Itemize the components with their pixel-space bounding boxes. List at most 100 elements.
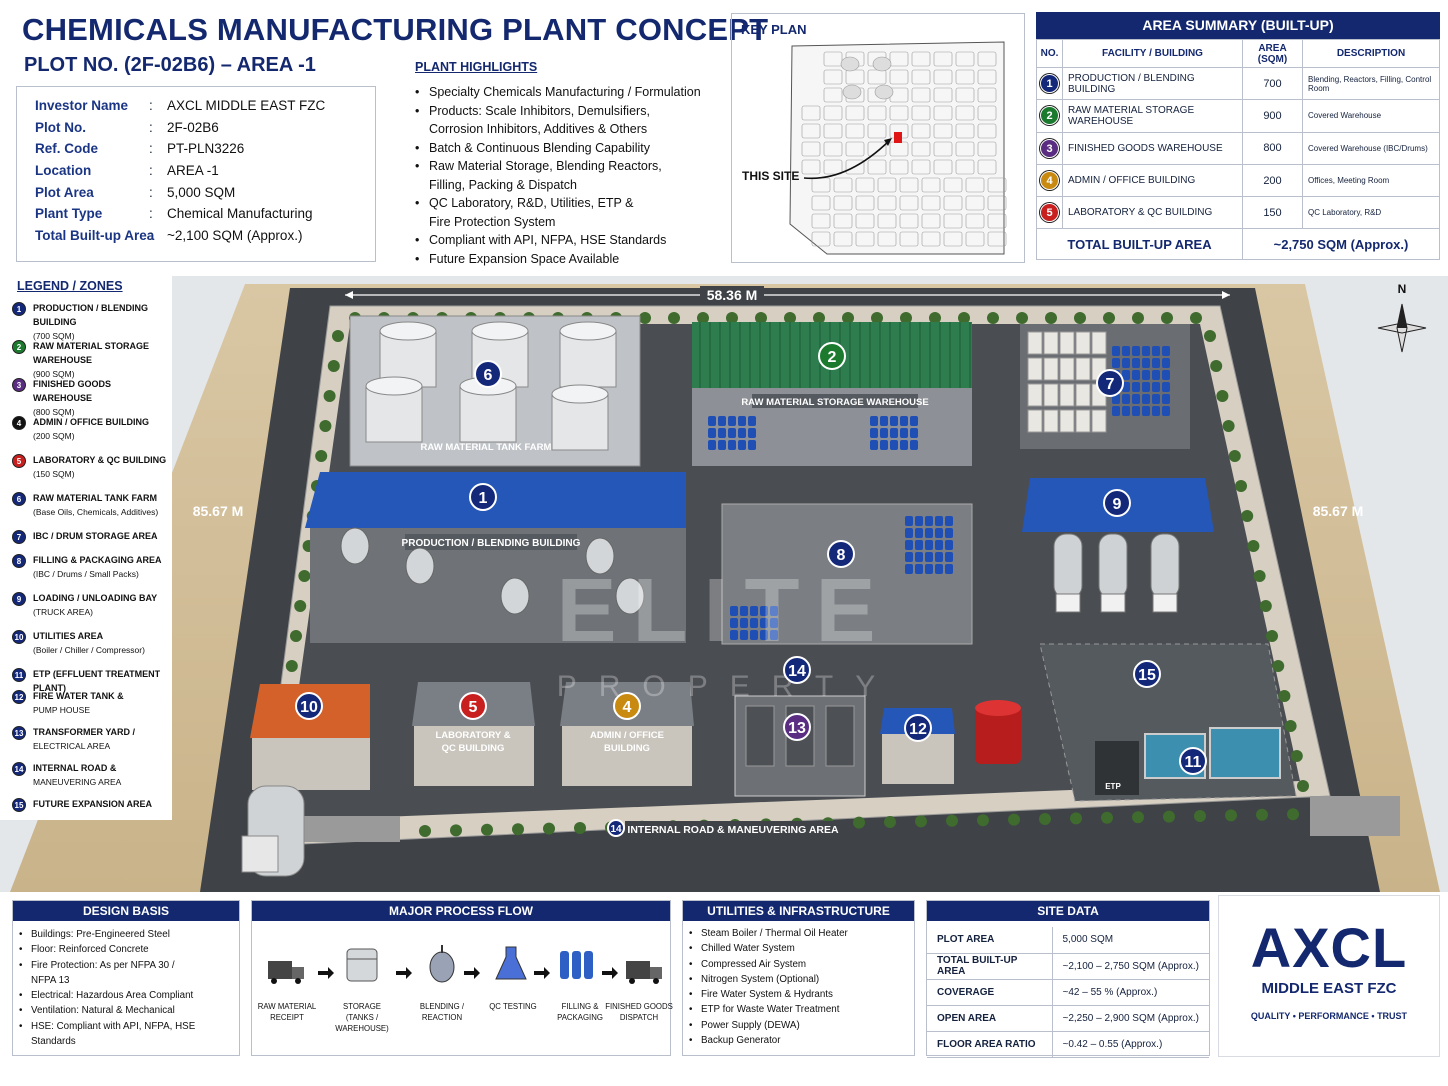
highlight-line: Filling, Packing & Dispatch	[429, 177, 577, 192]
facility-area: 800	[1242, 131, 1303, 165]
legend-sublabel: (150 SQM)	[33, 469, 75, 479]
utility-item: Fire Water System & Hydrants	[689, 987, 914, 1003]
drum	[770, 618, 778, 628]
tree	[853, 816, 865, 829]
legend-label: FINISHED GOODS WAREHOUSE	[33, 379, 112, 403]
ibc-container	[1027, 409, 1043, 433]
watermark-elite: ELITE	[556, 561, 891, 661]
total-label: TOTAL BUILT-UP AREA	[1036, 228, 1243, 261]
legend-sublabel: (IBC / Drums / Small Packs)	[33, 569, 139, 579]
ibc-container	[1043, 383, 1059, 407]
design-basis-title: DESIGN BASIS	[13, 901, 239, 921]
info-colon: :	[149, 141, 153, 157]
legend-number-badge: 13	[12, 726, 26, 740]
utility-item: Compressed Air System	[689, 957, 914, 973]
tree	[639, 312, 651, 324]
drum	[925, 564, 933, 574]
site-plan-drawing: 58.36 M 85.67 M 85.67 M N RAW MATERIAL T…	[0, 276, 1448, 892]
design-basis-line: Ventilation: Natural & Mechanical	[31, 1005, 175, 1017]
zone-marker-14: 14	[783, 656, 811, 684]
page-subtitle: PLOT NO. (2F-02B6) – AREA -1	[24, 54, 316, 76]
tree	[1101, 811, 1113, 824]
design-basis-line: Buildings: Pre-Engineered Steel	[31, 929, 170, 940]
truck-icon	[268, 961, 304, 984]
tree	[1235, 480, 1247, 492]
legend-text: RAW MATERIAL STORAGE WAREHOUSE(900 SQM)	[33, 339, 172, 381]
drum	[760, 618, 768, 628]
label-tank-farm: RAW MATERIAL TANK FARM	[421, 442, 552, 453]
tree	[1266, 630, 1278, 642]
ibc-container	[1059, 331, 1075, 355]
design-basis-line: HSE: Compliant with API, NFPA, HSE Stand…	[31, 1020, 196, 1048]
dispatch-truck-icon	[626, 961, 662, 984]
drum	[1162, 382, 1170, 392]
legend-label: RAW MATERIAL STORAGE WAREHOUSE	[33, 341, 150, 365]
label-warehouse: RAW MATERIAL STORAGE WAREHOUSE	[741, 397, 928, 408]
highlights-list: Specialty Chemicals Manufacturing / Form…	[415, 83, 725, 268]
drum	[730, 606, 738, 616]
tanker-truck	[1150, 533, 1180, 599]
zone-marker-text: 4	[623, 699, 632, 716]
row-number-cell: 1	[1036, 66, 1063, 101]
drum	[750, 630, 758, 640]
drum	[730, 618, 738, 628]
key-plan-title: KEY PLAN	[741, 22, 807, 37]
process-step: QC TESTING	[473, 1001, 553, 1012]
drum	[738, 440, 746, 450]
drum	[728, 428, 736, 438]
tanker-truck	[1053, 533, 1083, 599]
drum	[740, 606, 748, 616]
drum	[915, 540, 923, 550]
highlight-item: Batch & Continuous Blending Capability	[415, 139, 725, 158]
reactor-vessel	[405, 547, 435, 585]
drum	[718, 428, 726, 438]
label-lab-1: LABORATORY &	[435, 730, 510, 741]
tree	[1253, 570, 1266, 582]
plant-highlights: PLANT HIGHLIGHTS Specialty Chemicals Man…	[415, 60, 725, 268]
drum	[890, 440, 898, 450]
tree	[290, 630, 302, 642]
legend-text: RAW MATERIAL TANK FARM(Base Oils, Chemic…	[33, 491, 172, 519]
tree	[1210, 360, 1223, 372]
tree	[977, 814, 989, 827]
tree	[323, 390, 336, 402]
tree	[1016, 312, 1028, 324]
zone-marker-text: 14	[610, 824, 622, 835]
drum	[905, 552, 913, 562]
legend-label: RAW MATERIAL TANK FARM	[33, 493, 157, 503]
highlight-line: Products: Scale Inhibitors, Demulsifiers…	[429, 103, 650, 118]
logo-sub: MIDDLE EAST FZC	[1261, 980, 1397, 997]
drum	[760, 630, 768, 640]
zone-marker-text: 10	[300, 699, 318, 716]
zone-marker-7: 7	[1096, 369, 1124, 397]
north-compass	[1377, 303, 1427, 353]
info-colon: :	[149, 98, 153, 114]
key-plan-map: THIS SITE	[742, 41, 1007, 255]
bottles-icon	[560, 951, 593, 979]
info-value: AXCL MIDDLE EAST FZC	[167, 98, 326, 114]
drum	[905, 516, 913, 526]
ibc-container	[1043, 331, 1059, 355]
drum	[1122, 358, 1130, 368]
tree	[1287, 808, 1299, 821]
logo-name: AXCL	[1250, 916, 1408, 979]
drum	[750, 606, 758, 616]
drum	[925, 528, 933, 538]
drum	[748, 428, 756, 438]
legend-number-badge: 11	[12, 668, 26, 682]
table-row: OPEN AREA~2,250 – 2,900 SQM (Approx.)	[927, 1005, 1209, 1032]
drum	[1132, 346, 1140, 356]
ibc-container	[1059, 383, 1075, 407]
drum	[708, 428, 716, 438]
info-row: Plant Type:Chemical Manufacturing	[35, 203, 375, 225]
legend-sublabel: ELECTRICAL AREA	[33, 741, 111, 751]
tree	[1039, 813, 1051, 825]
highlight-line: Future Expansion Space Available	[429, 251, 620, 266]
tree	[327, 360, 340, 372]
